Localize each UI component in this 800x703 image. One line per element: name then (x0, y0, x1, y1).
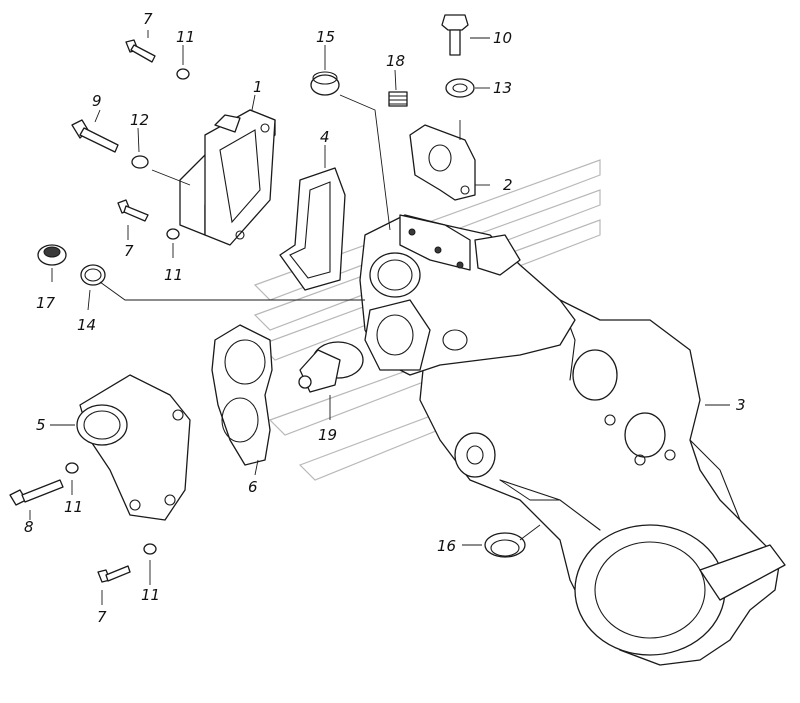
callout-7-mid: 7 (124, 242, 134, 260)
part-9-bolt (71, 119, 119, 153)
part-7-bolt-a (125, 39, 156, 63)
part-11-washer-c (65, 462, 79, 474)
callout-3: 3 (736, 396, 746, 414)
part-6-gasket (211, 324, 273, 466)
callout-6: 6 (248, 478, 258, 496)
callout-12: 12 (130, 111, 149, 129)
callout-19: 19 (318, 426, 337, 444)
callout-11-lower: 11 (64, 498, 83, 516)
part-18-plug (388, 91, 408, 107)
callout-14: 14 (77, 316, 96, 334)
callout-18: 18 (386, 52, 405, 70)
callout-13: 13 (493, 79, 512, 97)
callout-labels: 7 11 1 9 12 7 11 15 4 18 10 13 2 17 14 5… (24, 10, 746, 626)
callout-4: 4 (320, 128, 330, 146)
part-12-washer (131, 155, 149, 169)
callout-2: 2 (503, 176, 513, 194)
part-10-bolt (441, 14, 469, 56)
callout-7-top: 7 (143, 10, 153, 28)
leader-lines (29, 30, 730, 605)
callout-15: 15 (316, 28, 335, 46)
callout-16: 16 (437, 537, 456, 555)
front-cover-housing (419, 279, 786, 666)
part-2-flange-plate (409, 124, 476, 201)
part-5-outlet-elbow (76, 374, 191, 521)
callout-1: 1 (253, 78, 263, 96)
callout-11-mid: 11 (164, 266, 183, 284)
part-7-bolt-c (97, 565, 131, 583)
part-11-washer-a (176, 68, 190, 80)
part-1-cover (179, 109, 276, 246)
callout-10: 10 (493, 29, 512, 47)
part-11-washer-b (166, 228, 180, 240)
part-7-bolt-b (117, 199, 149, 222)
callout-5: 5 (36, 416, 46, 434)
callout-17: 17 (36, 294, 56, 312)
callout-11-bottom: 11 (141, 586, 160, 604)
part-8-bolt (9, 479, 64, 506)
callout-11-top: 11 (176, 28, 195, 46)
part-16-seal-ring (484, 532, 526, 558)
callout-7-bottom: 7 (97, 608, 107, 626)
part-15-plug-cap (310, 71, 340, 96)
part-14-washer-ring (80, 264, 106, 286)
part-4-gasket (279, 167, 346, 291)
callout-9: 9 (92, 92, 102, 110)
part-11-washer-d (143, 543, 157, 555)
callout-8: 8 (24, 518, 34, 536)
part-17-plug (37, 244, 67, 266)
part-19-thermostat (298, 341, 364, 393)
part-13-washer (445, 78, 475, 98)
thermostat-housing-body (359, 214, 576, 376)
